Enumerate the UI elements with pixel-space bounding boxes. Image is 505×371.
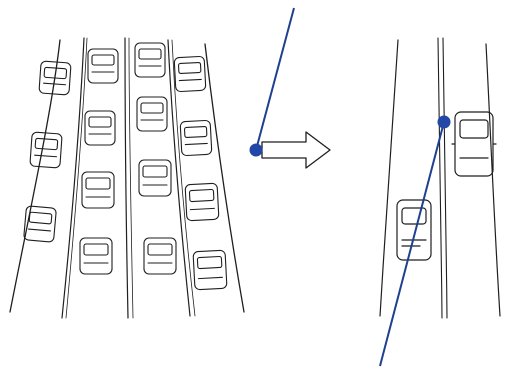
pointer-dot bbox=[250, 144, 263, 157]
road-edge-left bbox=[10, 40, 60, 312]
center-line-b bbox=[443, 38, 447, 318]
lane-line-1 bbox=[62, 38, 84, 318]
right-arrow-icon bbox=[262, 132, 330, 168]
car bbox=[397, 200, 431, 260]
lane-line-2 bbox=[125, 38, 128, 318]
pointer-dot bbox=[438, 116, 451, 129]
lane-line-2b bbox=[129, 38, 133, 318]
road-edge-right bbox=[205, 44, 244, 312]
center-line-a bbox=[438, 38, 442, 318]
road-edge-right-right-scene bbox=[486, 44, 500, 316]
road-edge-left-right-scene bbox=[380, 40, 398, 316]
congested-road bbox=[10, 38, 244, 318]
free-flowing-road bbox=[380, 38, 500, 318]
lane-line-1b bbox=[66, 38, 87, 318]
pointer-line-icon bbox=[250, 8, 295, 157]
